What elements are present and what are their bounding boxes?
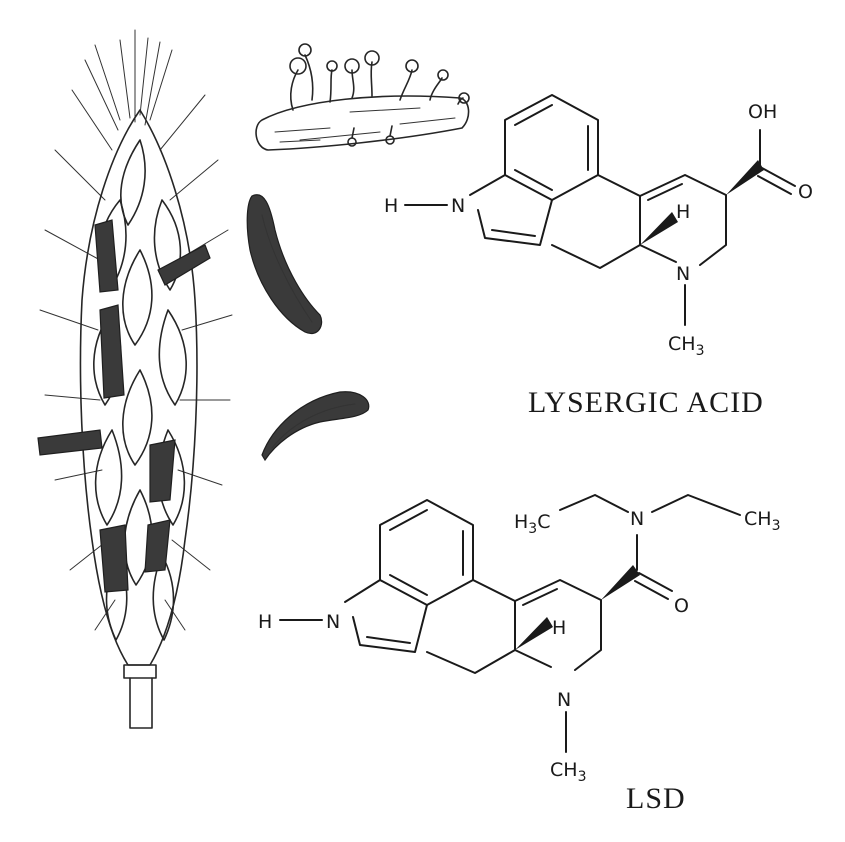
stereo-h-wedge xyxy=(640,212,678,245)
loose-sclerotia xyxy=(246,194,370,462)
lsd-indole-nitrogen-label: N xyxy=(326,611,340,633)
lsd-stereo-hydrogen-label: H xyxy=(552,617,566,639)
right-ethyl-label: CH3 xyxy=(744,508,780,534)
lysergic-acid-caption: LYSERGIC ACID xyxy=(528,386,764,419)
n-methyl-label: CH3 xyxy=(668,333,704,359)
ring-nitrogen-label: N xyxy=(676,263,690,285)
sclerotium-texture xyxy=(274,107,456,143)
lsd-bonds xyxy=(279,494,741,753)
indole-hydrogen-label: H xyxy=(384,195,398,217)
amide-wedge xyxy=(601,565,640,600)
ergot-on-ear xyxy=(37,219,211,593)
stereo-hydrogen-label: H xyxy=(676,201,690,223)
stromata-heads xyxy=(289,43,470,104)
lsd-indole-hydrogen-label: H xyxy=(258,611,272,633)
lsd-n-methyl-label: CH3 xyxy=(550,759,586,785)
sclerotium-curved xyxy=(261,391,370,462)
lsd-stereo-h-wedge xyxy=(515,617,553,650)
lsd-caption: LSD xyxy=(626,782,686,815)
sclerotium-log xyxy=(255,95,470,151)
ergot-fruiting-bodies xyxy=(255,43,470,151)
rye-awns xyxy=(39,29,233,631)
hydroxyl-label: OH xyxy=(748,101,777,123)
indole-nitrogen-label: N xyxy=(451,195,465,217)
sclerotium-large xyxy=(246,194,323,335)
carbonyl-oxygen-label: O xyxy=(798,181,813,203)
left-ethyl-label: H3C xyxy=(514,511,551,537)
rye-ear-illustration xyxy=(37,29,233,729)
rye-stem xyxy=(123,664,157,729)
lsd-carbonyl-oxygen-label: O xyxy=(674,595,689,617)
stromata-lower xyxy=(347,125,395,147)
lsd-ring-nitrogen-label: N xyxy=(557,689,571,711)
amide-nitrogen-label: N xyxy=(630,508,644,530)
cooh-wedge xyxy=(726,160,764,195)
lysergic-acid-structure: OH O H N H N CH3 LYSERGIC ACID xyxy=(384,94,813,419)
lsd-structure: N H3C CH3 O H N H N CH3 LSD xyxy=(258,494,780,815)
